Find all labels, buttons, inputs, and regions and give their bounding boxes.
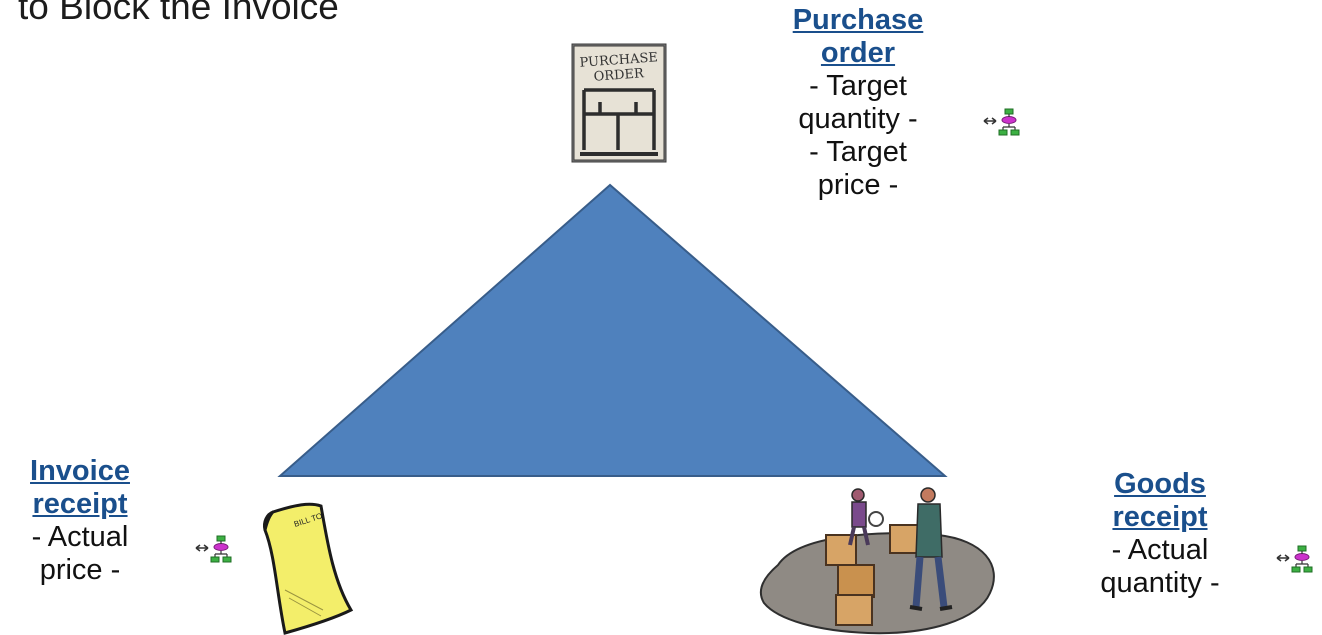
- goods-receipt-text-2: quantity -: [1100, 567, 1220, 599]
- purchase-order-link-line-2: order: [820, 37, 896, 69]
- purchase-order-node: Purchase order - Target quantity - - Tar…: [760, 4, 956, 202]
- purchase-order-text-2: quantity -: [798, 103, 918, 135]
- invoice-receipt-text-1: - Actual: [31, 521, 129, 553]
- invoice-receipt-link-line-2: receipt: [32, 488, 128, 520]
- hierarchy-nav-icon[interactable]: [982, 107, 1022, 139]
- slide-title: to Block the Invoice: [18, 0, 339, 27]
- svg-text:PURCHASE: PURCHASE: [579, 50, 658, 70]
- purchase-order-link[interactable]: Purchase order: [760, 4, 956, 70]
- goods-clipart: [759, 487, 995, 635]
- purchase-order-clipart: PURCHASE ORDER: [571, 43, 667, 163]
- goods-receipt-text-1: - Actual: [1111, 534, 1209, 566]
- purchase-order-text-1: - Target: [809, 70, 907, 102]
- invoice-receipt-text-2: price -: [39, 554, 121, 586]
- svg-text:ORDER: ORDER: [593, 66, 645, 85]
- invoice-receipt-link[interactable]: Invoice receipt: [0, 455, 160, 521]
- invoice-receipt-link-line-1: Invoice: [30, 455, 130, 487]
- invoice-clipart: BILL TO: [263, 502, 354, 635]
- goods-receipt-link[interactable]: Goods receipt: [1080, 468, 1240, 534]
- purchase-order-text-4: price -: [817, 169, 899, 201]
- invoice-receipt-node: Invoice receipt - Actual price -: [0, 455, 160, 587]
- goods-receipt-node: Goods receipt - Actual quantity -: [1080, 468, 1240, 600]
- purchase-order-text-3: - Target: [809, 136, 907, 168]
- triangle-shape: [277, 183, 948, 477]
- hierarchy-nav-icon[interactable]: [1275, 544, 1315, 576]
- goods-receipt-link-line-2: receipt: [1112, 501, 1208, 533]
- purchase-order-link-line-1: Purchase: [792, 4, 924, 36]
- goods-receipt-link-line-1: Goods: [1114, 468, 1206, 500]
- hierarchy-nav-icon[interactable]: [194, 534, 234, 566]
